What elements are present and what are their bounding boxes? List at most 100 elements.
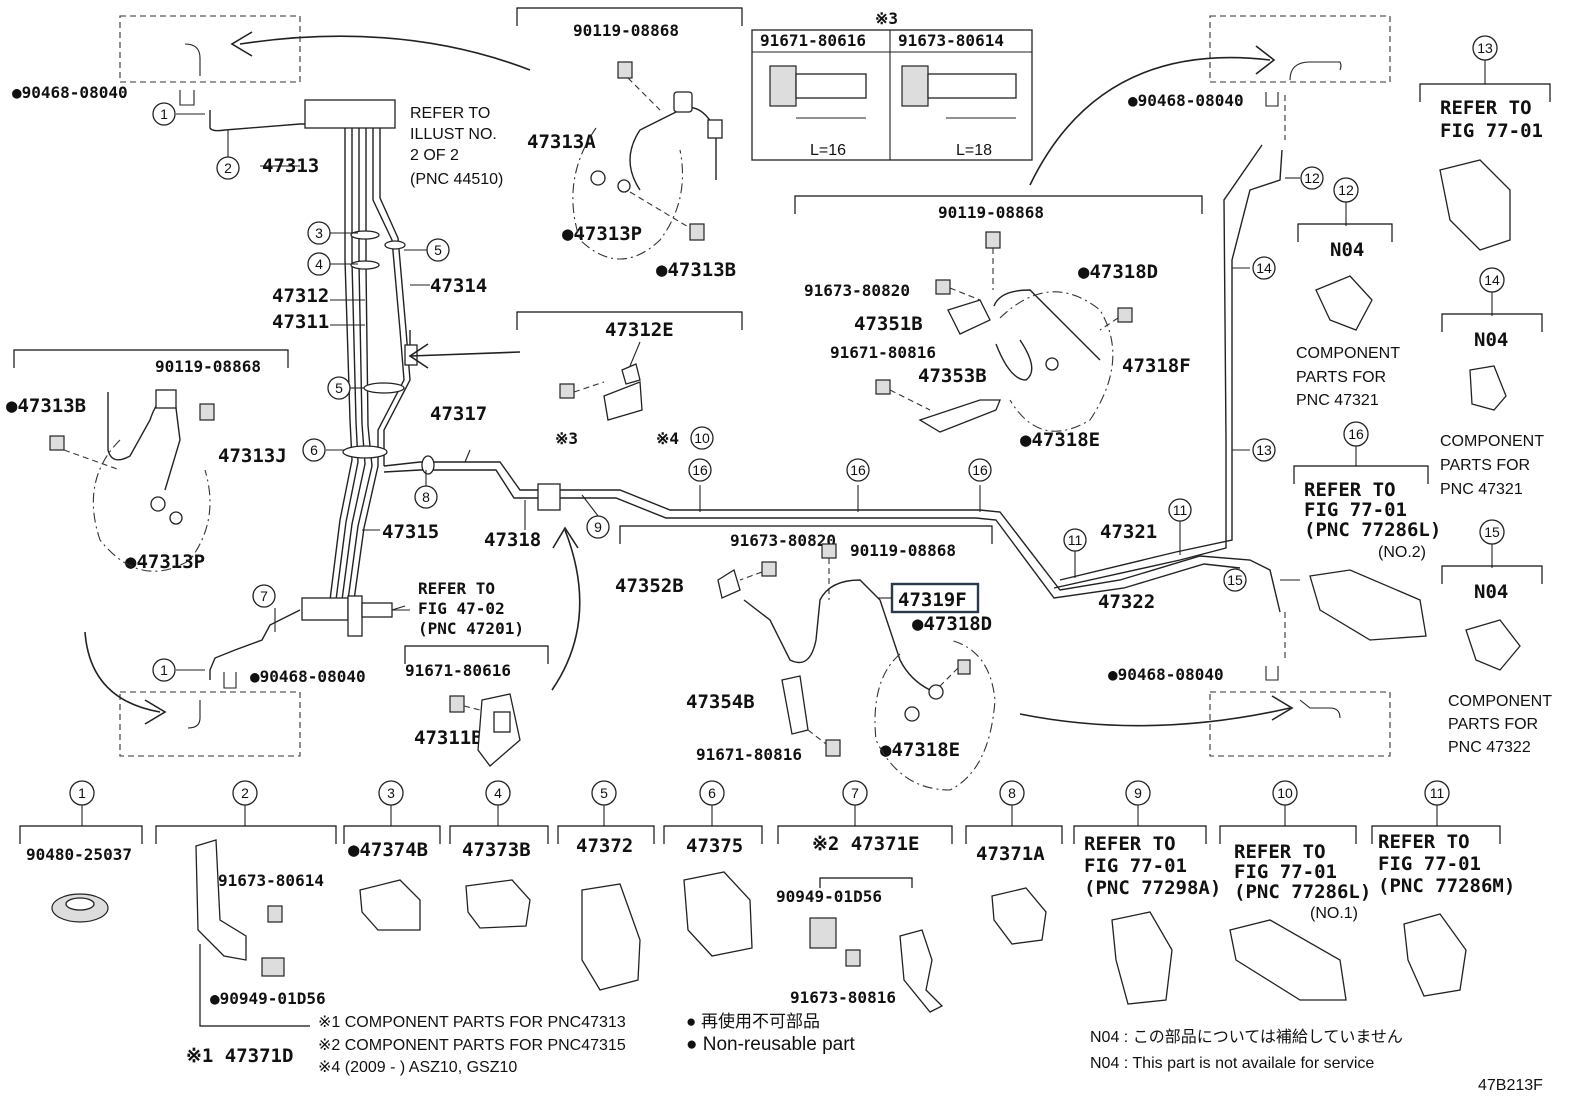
diagram-label: 47372 (576, 835, 633, 857)
diagram-line-art (629, 191, 691, 229)
diagram-line-art (383, 461, 540, 491)
diagram-label: FIG 77-01 (1304, 499, 1407, 521)
diagram-line-art (1209, 691, 1391, 757)
diagram-label: COMPONENT (1296, 345, 1400, 362)
diagram-label: N04 (1474, 581, 1508, 603)
callout-circle (688, 458, 712, 482)
legend-item-1: 1 90480-25037 (19, 780, 143, 923)
diagram-line-art (199, 403, 215, 421)
diagram-line-art (209, 609, 301, 680)
diagram-line-art (239, 35, 531, 71)
diagram-line-art (845, 949, 861, 967)
diagram-label: ※2 47371E (812, 833, 919, 855)
callout-8: 8 (414, 485, 438, 509)
diagram-label: 47313J (218, 445, 287, 467)
diagram-label: (NO.1) (1310, 905, 1358, 922)
diagram-line-art (184, 43, 201, 76)
diagram-label: ●90468-08040 (12, 83, 128, 102)
diagram-label: (PNC 44510) (410, 171, 503, 188)
diagram-line-art (13, 349, 289, 368)
callout-9: 9 (586, 515, 610, 539)
callout-circle (968, 458, 992, 482)
diagram-label: ※4 (2009 - ) ASZ10, GSZ10 (318, 1059, 517, 1076)
diagram-line-art (901, 65, 929, 107)
diagram-label: FIG 77-01 (1084, 855, 1187, 877)
diagram-label: 91673-80614 (898, 31, 1004, 50)
legend-item-2: 2 91673-80614 ●90949-01D56 ※1 47371D (155, 780, 337, 1067)
diagram-label: REFER TO (418, 579, 495, 598)
diagram-line-art (995, 339, 1033, 381)
diagram-label: (PNC 77286L) (1234, 881, 1371, 903)
diagram-line-art (379, 128, 411, 466)
diagram-label: 14 (1484, 272, 1500, 288)
diagram-label: L=16 (810, 142, 846, 159)
diagram-label: 9 (1134, 785, 1142, 801)
diagram-label: 6 (708, 785, 716, 801)
diagram-line-art (663, 825, 763, 844)
diagram-label: 91671-80616 (760, 31, 866, 50)
diagram-label: 3 (387, 785, 395, 801)
diagram-label: 90480-25037 (26, 845, 132, 864)
diagram-line-art (353, 128, 405, 601)
diagram-label: 8 (1008, 785, 1016, 801)
diagram-line-art (717, 568, 741, 599)
callout-circle (1252, 256, 1276, 280)
diagram-line-art (957, 659, 971, 675)
diagram-line-art (1469, 365, 1507, 411)
diagram-line-art (230, 31, 253, 57)
diagram-label: 10 (1277, 785, 1293, 801)
diagram-label: 14 (1256, 260, 1272, 276)
diagram-line-art (629, 106, 717, 191)
subassembly-47312E: 47312E ※3 ※4 (516, 311, 743, 448)
diagram-line-art (739, 571, 763, 581)
diagram-label: 47351B (854, 313, 923, 335)
callout-11-a: 11 (1063, 528, 1087, 552)
callout-circle (904, 706, 920, 722)
diagram-line-art (408, 343, 429, 369)
diagram-line-art (384, 240, 406, 250)
diagram-label: 5 (335, 380, 343, 396)
diagram-label: (PNC 77286L) (1304, 519, 1441, 541)
diagram-line-art (347, 595, 363, 637)
legend-item-7: 7 ※2 47371E 90949-01D56 91673-80816 (776, 780, 953, 1013)
diagram-label: 5 (434, 242, 442, 258)
diagram-line-art (1419, 83, 1551, 102)
callout-circle (1168, 498, 1192, 522)
diagram-label: 47312 (272, 285, 329, 307)
diagram-label: COMPONENT (1448, 693, 1552, 710)
diagram-label: 1 (160, 662, 168, 678)
diagram-label: REFER TO (410, 105, 490, 122)
legend-item-4: 4 47373B (449, 780, 549, 929)
diagram-line-art (409, 351, 521, 357)
diagram-label: ●47318E (1020, 429, 1100, 451)
diagram-label: ● Non-reusable part (686, 1034, 856, 1055)
diagram-line-art (947, 299, 991, 335)
diagram-line-art (119, 691, 301, 757)
diagram-line-art (777, 825, 953, 844)
diagram-label: ●47318D (912, 613, 992, 635)
diagram-line-art (463, 705, 481, 711)
diagram-line-art (560, 489, 1281, 613)
diagram-line-art (1029, 56, 1271, 186)
diagram-label: ●90468-08040 (1128, 91, 1244, 110)
diagram-label: 47321 (1100, 521, 1157, 543)
diagram-line-art (918, 399, 1001, 433)
diagram-line-art (1209, 15, 1391, 83)
diagram-label: 47318 (484, 529, 541, 551)
diagram-label: PARTS FOR (1440, 457, 1530, 474)
diagram-label: 5 (600, 785, 608, 801)
diagram-label: 47322 (1098, 591, 1155, 613)
diagram-label: 7 (260, 588, 268, 604)
diagram-line-art (991, 887, 1047, 945)
diagram-label: REFER TO (1378, 831, 1470, 853)
diagram-label: 47353B (918, 365, 987, 387)
legend-item-8: 8 47371A (965, 780, 1063, 945)
diagram-label: 47311B (414, 727, 483, 749)
diagram-line-art (939, 667, 959, 687)
left-tube-bundle (209, 99, 540, 680)
subassembly-47319F: 91673-80820 90119-08868 47352B 47319F ●4… (615, 525, 996, 791)
diagram-label: 47354B (686, 691, 755, 713)
diagram-label: ●90468-08040 (250, 667, 366, 686)
refer-note-fig4702: REFER TO FIG 47-02 (PNC 47201) (392, 579, 524, 638)
